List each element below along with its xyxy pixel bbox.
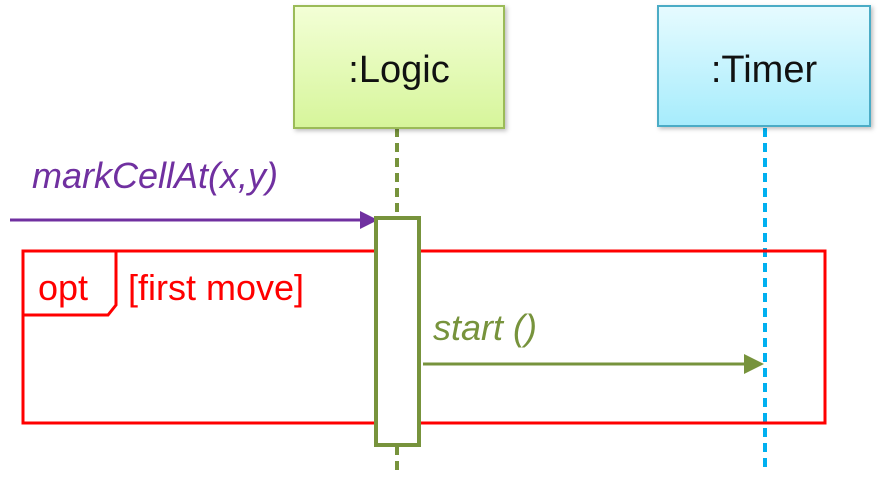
logic-label: :Logic [348, 49, 449, 91]
markcellat-message-label: markCellAt(x,y) [32, 155, 278, 196]
start-message-label: start () [433, 307, 537, 348]
timer-lifeline-head: :Timer [657, 5, 871, 127]
opt-operator-label: opt [38, 267, 88, 308]
opt-fragment-frame [21, 249, 827, 425]
opt-operator-tab [23, 249, 118, 317]
start-arrowhead [744, 354, 764, 374]
markcellat-arrowhead [360, 211, 378, 229]
timer-label: :Timer [711, 49, 818, 91]
logic-lifeline-head: :Logic [293, 5, 505, 129]
logic-activation-bar [374, 216, 421, 447]
opt-guard-label: [first move] [128, 267, 304, 308]
